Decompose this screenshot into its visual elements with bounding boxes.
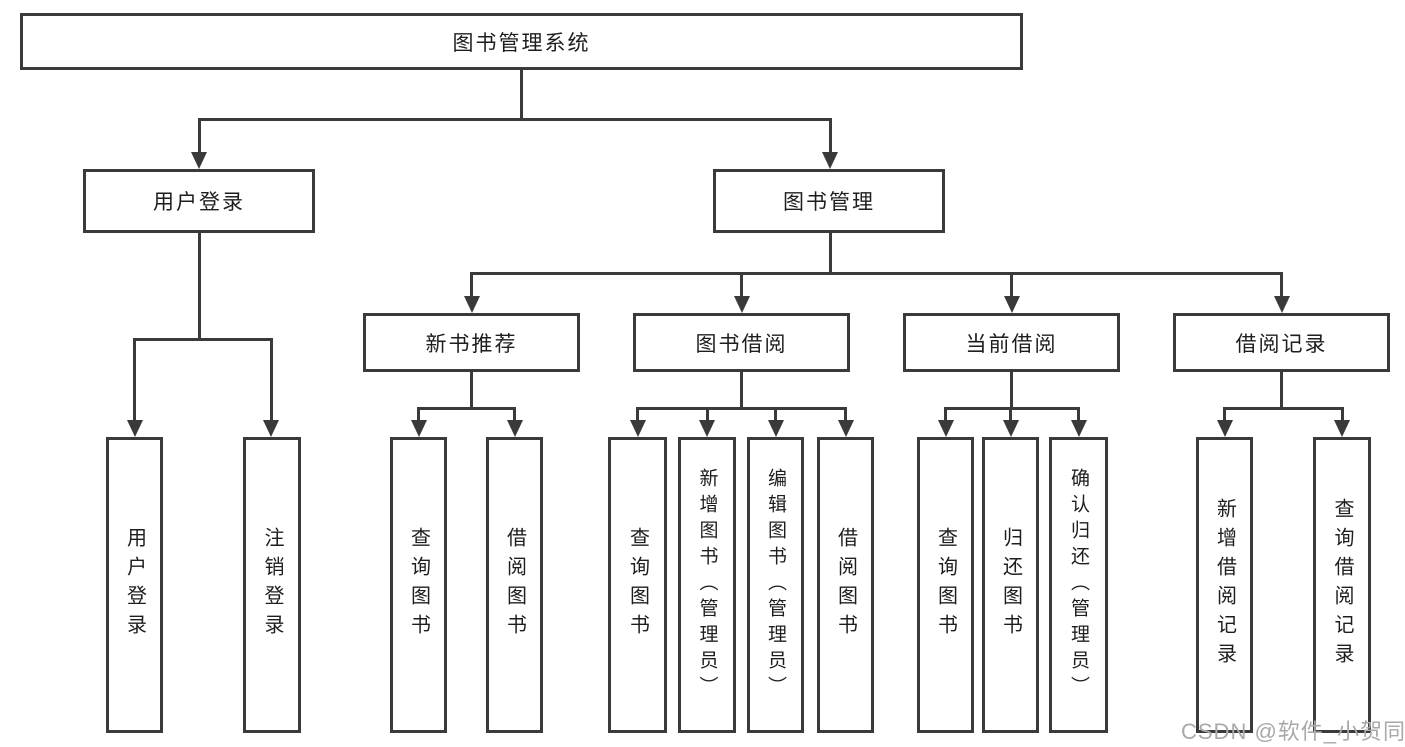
arrow-down-icon	[1216, 420, 1233, 437]
arrow-down-icon	[1334, 420, 1350, 437]
connector-line	[1010, 273, 1013, 296]
node-root-library-system: 图书管理系统	[20, 13, 1023, 70]
watermark-gray-text: CSDN @软件_小贺同	[1181, 719, 1405, 744]
arrow-down-icon	[1070, 420, 1087, 437]
leaf-confirm-return-admin: 确认归还（管理员）	[1049, 437, 1108, 733]
connector-line	[470, 272, 1283, 275]
node-user-login: 用户登录	[83, 169, 315, 233]
leaf-label: 注销登录	[261, 527, 283, 643]
connector-line	[1223, 407, 1344, 410]
arrow-down-icon	[733, 296, 750, 313]
leaf-label: 查询借阅记录	[1331, 498, 1353, 672]
connector-line	[470, 273, 473, 296]
leaf-label: 编辑图书（管理员）	[765, 468, 786, 702]
connector-line	[844, 408, 847, 420]
connector-line	[1223, 408, 1226, 420]
leaf-label: 新增借阅记录	[1213, 498, 1236, 672]
arrow-down-icon	[263, 420, 279, 437]
connector-line	[636, 408, 639, 420]
node-book-borrowing: 图书借阅	[633, 313, 850, 372]
connector-line	[417, 408, 420, 420]
leaf-query-book-recommend: 查询图书	[390, 437, 447, 733]
connector-line	[417, 407, 516, 410]
arrow-down-icon	[1003, 296, 1020, 313]
arrow-down-icon	[506, 420, 523, 437]
connector-line	[740, 273, 743, 296]
arrow-down-icon	[1002, 420, 1019, 437]
leaf-label: 查询图书	[934, 527, 957, 643]
node-label: 借阅记录	[1235, 332, 1328, 356]
connector-line	[828, 233, 832, 275]
connector-line	[1009, 408, 1012, 420]
arrow-down-icon	[937, 420, 954, 437]
leaf-label: 确认归还（管理员）	[1068, 468, 1089, 702]
connector-line	[470, 372, 473, 410]
arrow-down-icon	[1273, 296, 1290, 313]
arrow-down-icon	[767, 420, 784, 437]
arrow-down-icon	[837, 420, 854, 437]
leaf-user-login: 用户登录	[106, 437, 163, 733]
leaf-borrow-book-recommend: 借阅图书	[486, 437, 543, 733]
arrow-down-icon	[191, 152, 207, 169]
arrow-down-icon	[629, 420, 646, 437]
connector-line	[1280, 273, 1283, 296]
connector-line	[1010, 372, 1013, 410]
connector-line	[1280, 372, 1283, 410]
leaf-label: 新增图书（管理员）	[696, 468, 718, 702]
leaf-borrow-book: 借阅图书	[817, 437, 874, 733]
connector-line	[740, 372, 743, 410]
leaf-label: 查询图书	[626, 527, 649, 643]
node-current-borrowing: 当前借阅	[903, 313, 1120, 372]
node-book-management: 图书管理	[713, 169, 945, 233]
connector-line	[944, 407, 1080, 410]
arrow-down-icon	[822, 152, 838, 169]
connector-line	[774, 408, 777, 420]
arrow-down-icon	[699, 420, 715, 437]
node-label: 图书管理系统	[452, 31, 591, 55]
connector-line	[944, 408, 947, 420]
node-borrowing-records: 借阅记录	[1173, 313, 1390, 372]
arrow-down-icon	[463, 296, 480, 313]
node-label: 当前借阅	[965, 332, 1058, 356]
node-label: 图书管理	[783, 191, 875, 214]
connector-line	[197, 118, 832, 121]
leaf-edit-book-admin: 编辑图书（管理员）	[747, 437, 804, 733]
connector-line	[269, 339, 273, 420]
connector-line	[705, 408, 709, 420]
connector-line	[513, 408, 516, 420]
connector-line	[197, 233, 201, 341]
leaf-label: 归还图书	[999, 527, 1022, 643]
leaf-query-book-current: 查询图书	[917, 437, 974, 733]
connector-line	[197, 119, 201, 152]
leaf-label: 查询图书	[407, 527, 430, 643]
watermark: CSDN @软件_小贺同学	[1181, 714, 1405, 746]
node-label: 新书推荐	[425, 332, 518, 356]
arrow-down-icon	[410, 420, 427, 437]
connector-line	[520, 70, 523, 121]
leaf-query-book-borrowing: 查询图书	[608, 437, 667, 733]
leaf-query-borrow-record: 查询借阅记录	[1313, 437, 1371, 733]
leaf-label: 用户登录	[123, 527, 146, 643]
connector-line	[1077, 408, 1080, 420]
leaf-return-book: 归还图书	[982, 437, 1039, 733]
leaf-logout: 注销登录	[243, 437, 301, 733]
leaf-add-book-admin: 新增图书（管理员）	[678, 437, 736, 733]
leaf-label: 借阅图书	[503, 527, 526, 643]
leaf-label: 借阅图书	[834, 527, 857, 643]
connector-line	[828, 119, 832, 152]
node-label: 用户登录	[153, 191, 245, 214]
connector-line	[1340, 408, 1344, 420]
connector-line	[133, 338, 273, 341]
connector-line	[133, 339, 136, 420]
leaf-add-borrow-record: 新增借阅记录	[1196, 437, 1253, 733]
node-label: 图书借阅	[695, 332, 788, 356]
connector-line	[636, 407, 847, 410]
arrow-down-icon	[126, 420, 143, 437]
node-new-book-recommend: 新书推荐	[363, 313, 580, 372]
